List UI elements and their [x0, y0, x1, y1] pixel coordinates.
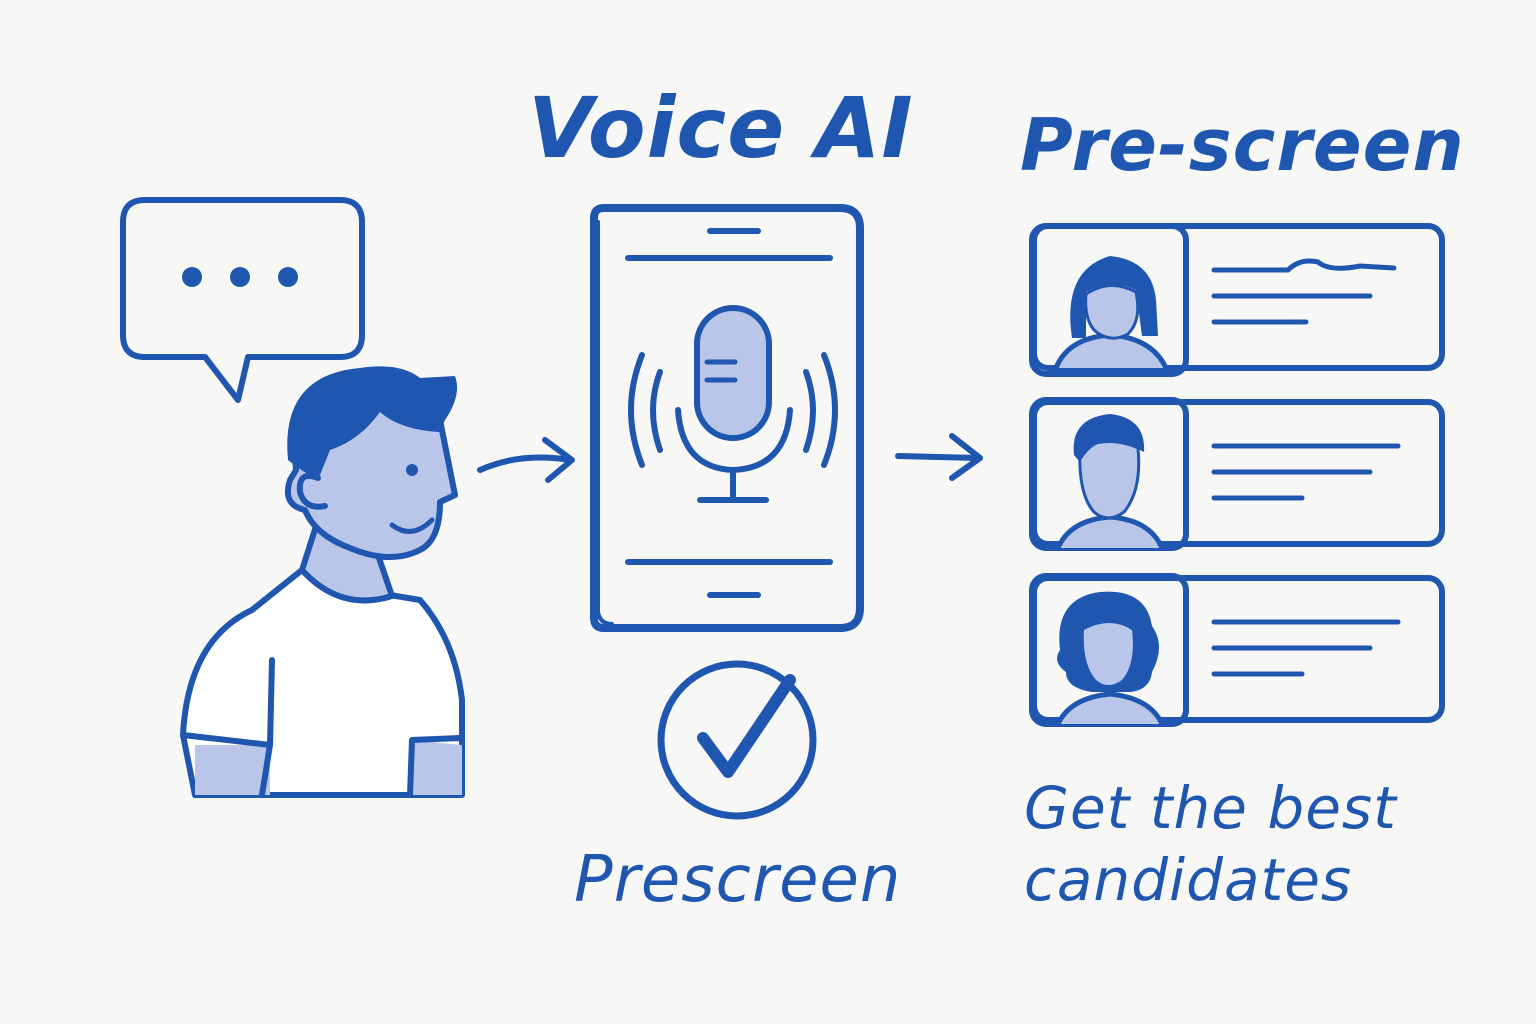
voice-ai-title: Voice AI [528, 79, 914, 177]
best-candidates-caption: Get the best candidates [1024, 774, 1397, 914]
candidate-card-icon [1029, 223, 1445, 377]
prescreen-caption: Prescreen [574, 843, 902, 917]
checkmark-icon [657, 660, 817, 820]
pre-screen-title: Pre-screen [1020, 103, 1465, 187]
person-icon [180, 366, 465, 798]
candidate-card-icon [1029, 397, 1445, 551]
microphone-icon [628, 305, 838, 503]
arrow-icon [895, 433, 983, 481]
arrow-icon [477, 437, 575, 483]
candidate-card-icon [1029, 573, 1445, 727]
speech-bubble-icon [120, 197, 365, 403]
phone-icon [590, 204, 864, 632]
